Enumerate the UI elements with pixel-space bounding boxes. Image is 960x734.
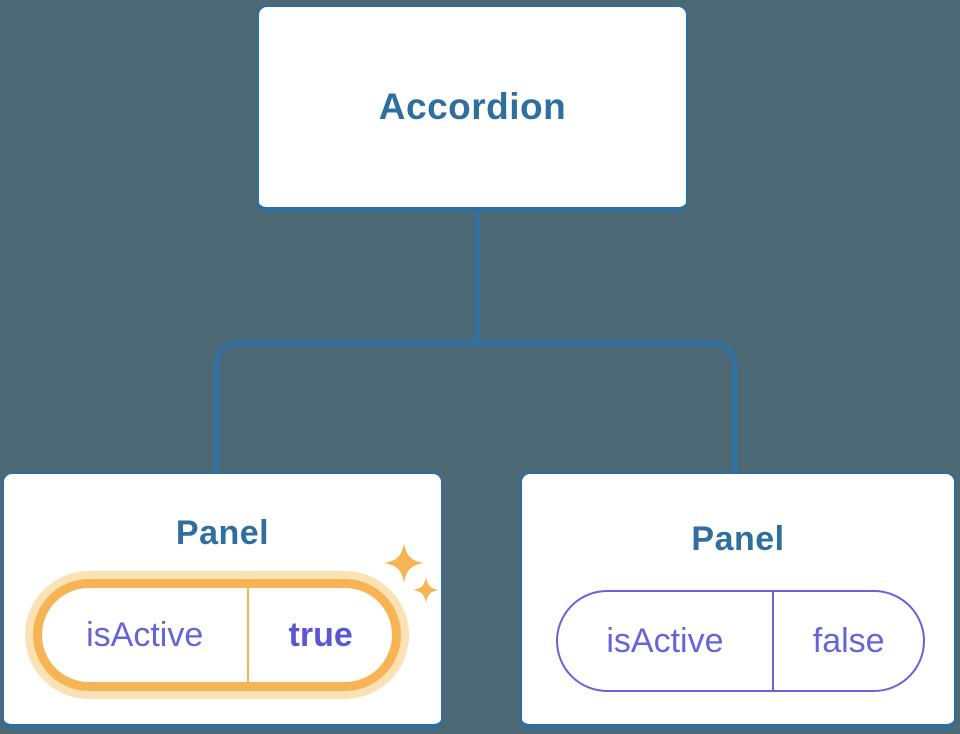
connector-branch	[214, 340, 737, 473]
state-pill-active: isActive true	[33, 579, 401, 691]
pill-divider	[771, 592, 775, 690]
node-panel-inactive: Panel isActive false	[520, 472, 956, 729]
pill-divider	[247, 588, 250, 682]
node-panel-active: Panel isActive true	[2, 472, 443, 729]
state-value: false	[812, 621, 885, 660]
panel-title: Panel	[175, 514, 270, 552]
state-name: isActive	[86, 615, 204, 654]
sparkle-icon-small	[413, 577, 439, 603]
accordion-label: Accordion	[378, 86, 567, 127]
state-name: isActive	[606, 621, 724, 660]
state-value: true	[288, 615, 353, 654]
state-pill-inactive: isActive false	[556, 590, 925, 692]
panel-title: Panel	[691, 520, 785, 558]
node-accordion: Accordion	[257, 5, 688, 212]
